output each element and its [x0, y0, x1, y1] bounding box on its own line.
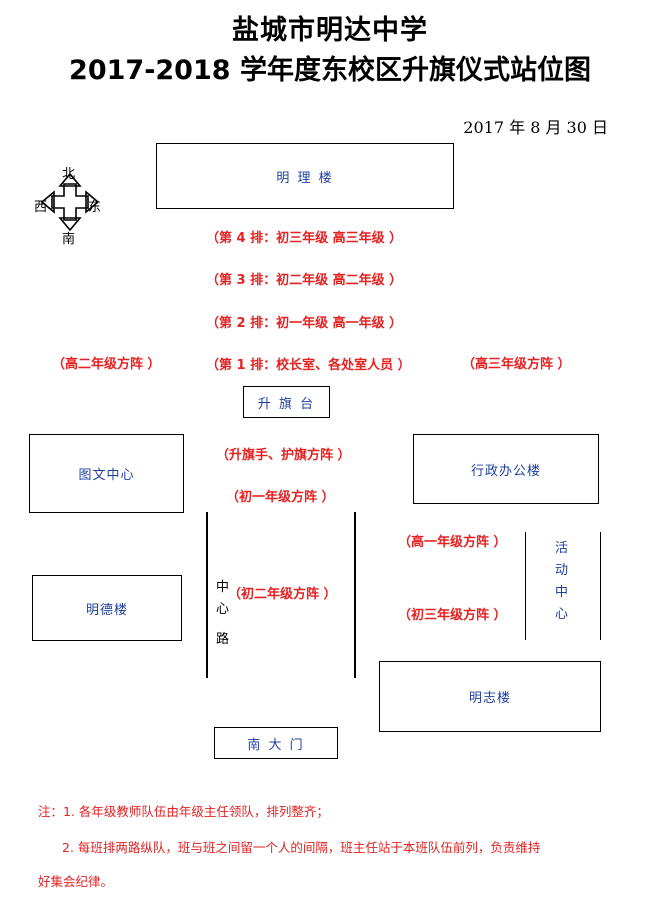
center-road-char-2: 心 [216, 602, 230, 617]
huodong-char-3: 中 [555, 585, 569, 600]
building-mingli-label: 明 理 楼 [276, 170, 334, 186]
formation-row-1: （第 1 排：校长室、各处室人员 ） [206, 358, 411, 373]
building-mingzhi-label: 明志楼 [468, 691, 511, 706]
formation-junior-3: （初三年级方阵 ） [398, 608, 507, 623]
building-xingzheng-label: 行政办公楼 [470, 463, 541, 479]
huodong-char-1: 活 [555, 541, 569, 556]
center-road-char-1: 中 [216, 580, 230, 595]
note-line-2: 2. 每班排两路纵队，班与班之间留一个人的间隔，班主任站于本班队伍前列，负责维持 [62, 840, 541, 855]
compass-north-label: 北 [62, 167, 76, 182]
formation-senior-3: （高三年级方阵 ） [462, 357, 571, 372]
title-diagram: 2017-2018 学年度东校区升旗仪式站位图 [69, 55, 591, 86]
formation-flag-guard: （升旗手、护旗方阵 ） [216, 448, 351, 463]
building-mingde: 明德楼 [32, 575, 182, 641]
building-mingzhi: 明志楼 [379, 661, 601, 732]
building-huodong-label: 活 动 中 心 [555, 538, 568, 626]
building-xingzheng: 行政办公楼 [413, 434, 599, 504]
compass-west-label: 西 [34, 200, 48, 215]
building-huodong [525, 532, 601, 640]
south-gate-label: 南 大 门 [247, 737, 305, 753]
note-line-1: 注：1. 各年级教师队伍由年级主任领队，排列整齐； [38, 804, 329, 819]
center-road-label: 中 心 路 [216, 577, 229, 651]
center-road-right-line [354, 512, 356, 678]
compass-south-label: 南 [62, 232, 76, 247]
building-mingli: 明 理 楼 [156, 143, 454, 209]
center-road-left-line [206, 512, 208, 678]
formation-row-3: （第 3 排：初二年级 高二年级 ） [206, 273, 403, 288]
formation-junior-2: （初二年级方阵 ） [228, 587, 337, 602]
south-gate: 南 大 门 [214, 727, 338, 759]
formation-junior-1: （初一年级方阵 ） [226, 490, 335, 505]
building-tuwen: 图文中心 [29, 434, 184, 513]
date-label: 2017 年 8 月 30 日 [463, 118, 608, 137]
flag-platform: 升 旗 台 [243, 386, 330, 418]
formation-row-4: （第 4 排：初三年级 高三年级 ） [206, 231, 403, 246]
compass-arrows-icon [40, 172, 100, 232]
flag-platform-label: 升 旗 台 [257, 396, 316, 412]
formation-senior-2: （高二年级方阵 ） [52, 357, 161, 372]
formation-row-2: （第 2 排：初一年级 高一年级 ） [206, 316, 403, 331]
center-road-char-3: 路 [216, 632, 230, 647]
huodong-char-4: 心 [555, 607, 569, 622]
note-line-3: 好集会纪律。 [38, 874, 114, 889]
compass-east-label: 东 [88, 200, 102, 215]
compass [30, 162, 110, 242]
building-tuwen-label: 图文中心 [78, 468, 135, 483]
title-school: 盐城市明达中学 [232, 15, 428, 46]
huodong-char-2: 动 [555, 563, 569, 578]
building-mingde-label: 明德楼 [85, 602, 128, 618]
formation-senior-1: （高一年级方阵 ） [398, 535, 507, 550]
